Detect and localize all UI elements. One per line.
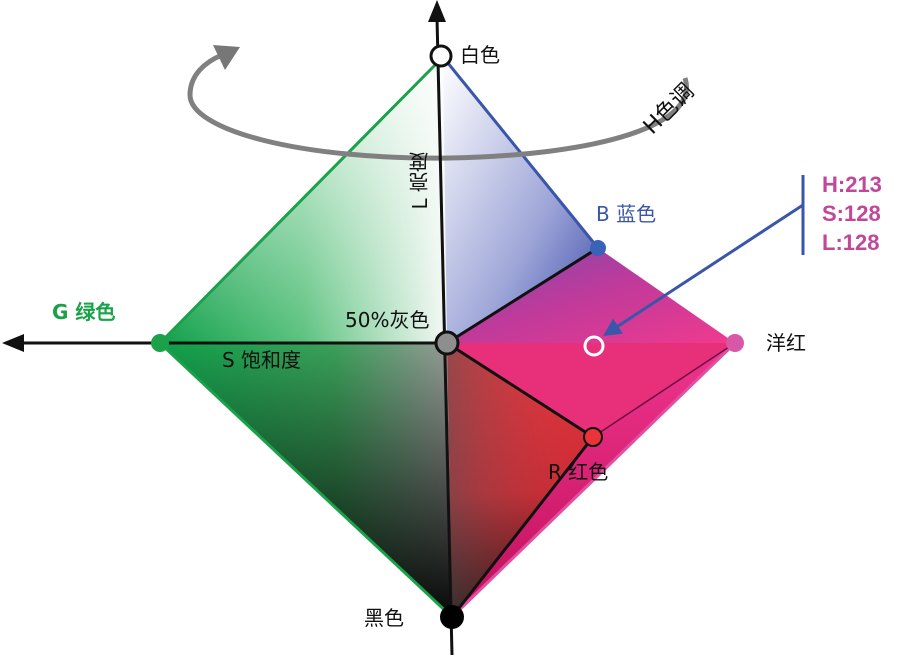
saturation-axis-arrowhead-icon [2,334,24,352]
sample-color-point [583,335,605,357]
label-white: 白色 [460,43,500,67]
magenta-face [447,248,735,343]
label-saturation-axis: S 饱和度 [222,348,302,372]
green-top-edge [158,55,445,345]
callout-arrow [602,203,804,336]
label-gray-50: 50%灰色 [345,308,430,332]
green-bottom-edge [158,341,454,619]
sample-s-value: S:128 [822,201,881,226]
gray-50-point [434,330,460,356]
red-point [583,427,603,447]
magenta-edge [450,341,737,619]
gray-to-red-line [446,341,594,439]
label-red: R 红色 [548,460,609,484]
gray-to-blue-line [446,246,599,345]
label-magenta: 洋红 [766,331,806,355]
lightness-axis-arrowhead-icon [428,0,446,22]
sample-l-value: L:128 [822,230,880,255]
magenta-point [726,334,744,352]
red-face [447,343,593,617]
red-to-black-line [450,436,595,618]
white-point [429,44,453,68]
label-green: G 绿色 [52,300,116,324]
green-point [151,334,169,352]
sample-values: H:213 S:128 L:128 [822,170,882,257]
blue-point [590,240,606,256]
label-lightness-axis: L 亮度 [408,152,432,210]
red-to-magenta-line [592,342,736,438]
label-black: 黑色 [364,606,404,630]
label-blue: B 蓝色 [596,202,657,226]
black-point [440,605,464,629]
sample-h-value: H:213 [822,172,882,197]
hue-rotation-arrow [187,45,689,161]
pink-lower-face [447,343,735,437]
